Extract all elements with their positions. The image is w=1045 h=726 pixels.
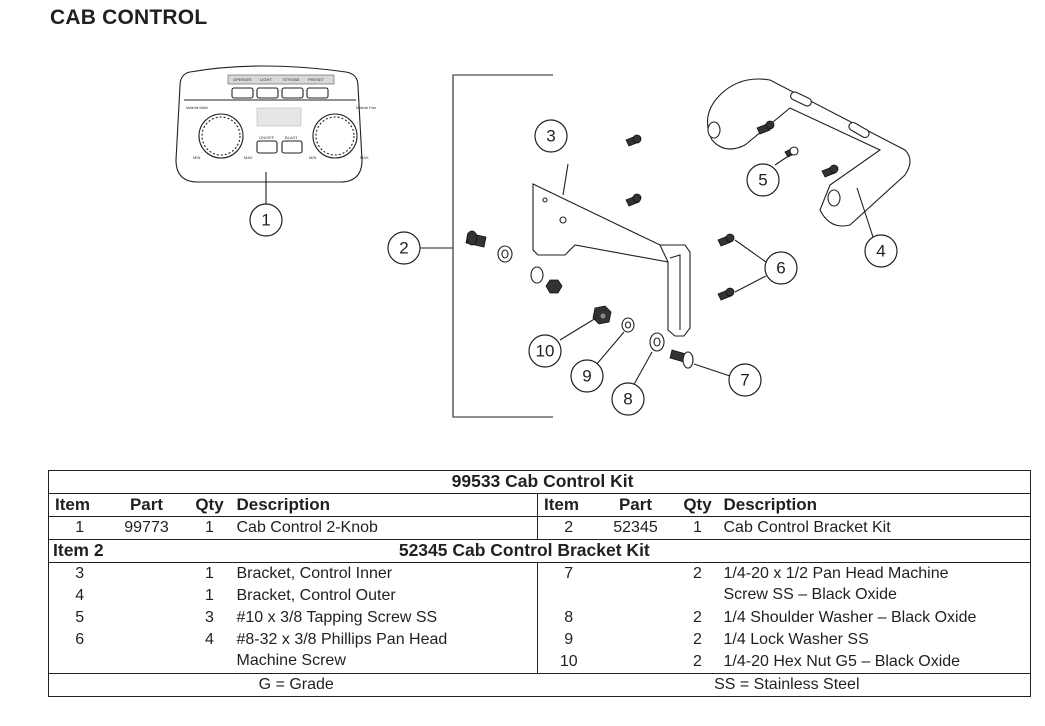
svg-text:7: 7 bbox=[740, 371, 749, 390]
footer-grade-note: G = Grade bbox=[258, 676, 334, 693]
material-flow-label: Material Flow bbox=[356, 105, 376, 110]
cell-description: Cab Control Bracket Kit bbox=[723, 519, 891, 536]
inner-bracket bbox=[532, 183, 691, 337]
cell-description: #10 x 3/8 Tapping Screw SS bbox=[236, 609, 438, 626]
svg-text:6: 6 bbox=[776, 259, 785, 278]
tapping-screws bbox=[756, 120, 839, 178]
machine-screws bbox=[625, 134, 735, 301]
hex-nut bbox=[592, 305, 612, 325]
pan-head-screw bbox=[669, 349, 694, 369]
cell-qty: 1 bbox=[205, 587, 214, 604]
cell-description: 1/4 Lock Washer SS bbox=[723, 631, 869, 648]
svg-text:8: 8 bbox=[623, 390, 632, 409]
cell-item: 5 bbox=[75, 609, 85, 626]
cell-item: 8 bbox=[537, 607, 594, 629]
callout-8: 8 bbox=[611, 382, 645, 416]
cell-item: 7 bbox=[537, 562, 594, 607]
svg-text:9: 9 bbox=[582, 367, 591, 386]
cell-item: 2 bbox=[537, 516, 594, 540]
section-title: 52345 Cab Control Bracket Kit bbox=[398, 540, 650, 560]
svg-text:2: 2 bbox=[399, 239, 408, 258]
header-item: Item bbox=[55, 495, 90, 514]
page-title: CAB CONTROL bbox=[50, 6, 208, 29]
cell-item: 9 bbox=[537, 629, 594, 651]
control-button-labels: OPERATE LIGHT STROBE PRESET bbox=[233, 77, 325, 82]
cell-qty: 1 bbox=[205, 565, 214, 582]
on-off-label: ON/OFF bbox=[259, 135, 275, 140]
header-description: Description bbox=[236, 495, 331, 514]
header-part: Part bbox=[129, 495, 164, 514]
header-description-right: Description bbox=[723, 495, 818, 514]
cell-description: Cab Control 2-Knob bbox=[236, 519, 378, 536]
cell-description: Bracket, Control Outer bbox=[236, 587, 396, 604]
cell-qty: 1 bbox=[693, 519, 702, 536]
cell-item: 4 bbox=[75, 587, 85, 604]
callout-1: 1 bbox=[249, 203, 283, 237]
callout-6: 6 bbox=[764, 251, 798, 285]
kit-title: 99533 Cab Control Kit bbox=[47, 470, 1032, 494]
footer-stainless-note: SS = Stainless Steel bbox=[714, 676, 860, 693]
right-min-label: MIN bbox=[309, 155, 316, 160]
cell-qty: 2 bbox=[693, 609, 702, 626]
cell-part: 52345 bbox=[613, 519, 658, 536]
cell-qty: 2 bbox=[693, 565, 702, 582]
light-label: LIGHT bbox=[260, 77, 272, 82]
outer-bracket bbox=[706, 78, 911, 227]
callout-9: 9 bbox=[570, 359, 604, 393]
cell-qty: 3 bbox=[205, 609, 214, 626]
header-part-right: Part bbox=[618, 495, 653, 514]
table-row: 1 99773 1 Cab Control 2-Knob 2 52345 1 C… bbox=[48, 516, 1031, 540]
parts-table: 99533 Cab Control Kit Item Part Qty Desc… bbox=[47, 470, 1032, 697]
preset-label: PRESET bbox=[308, 77, 325, 82]
left-min-label: MIN bbox=[193, 155, 200, 160]
blast-label: BLAST bbox=[285, 135, 298, 140]
cell-item: 3 bbox=[75, 565, 85, 582]
right-max-label: MAX bbox=[360, 155, 369, 160]
exploded-parts-diagram: OPERATE LIGHT STROBE PRESET Material Wid… bbox=[175, 65, 911, 418]
svg-text:1: 1 bbox=[261, 211, 270, 230]
cell-description: 1/4 Shoulder Washer – Black Oxide bbox=[723, 609, 977, 626]
cell-qty: 2 bbox=[693, 653, 702, 670]
cell-qty: 1 bbox=[205, 519, 214, 536]
cell-qty: 2 bbox=[693, 631, 702, 648]
cell-description: 1/4-20 Hex Nut G5 – Black Oxide bbox=[723, 653, 961, 670]
callout-4: 4 bbox=[864, 234, 898, 268]
table-row: 5 3 #10 x 3/8 Tapping Screw SS 8 2 1/4 S… bbox=[48, 607, 1031, 629]
svg-text:5: 5 bbox=[758, 171, 767, 190]
header-qty-right: Qty bbox=[683, 495, 712, 514]
material-width-label: Material Width bbox=[186, 105, 208, 110]
svg-text:10: 10 bbox=[536, 342, 555, 361]
svg-text:4: 4 bbox=[876, 242, 885, 261]
header-qty: Qty bbox=[195, 495, 224, 514]
cell-part: 99773 bbox=[124, 519, 169, 536]
table-footer: G = Grade SS = Stainless Steel bbox=[48, 673, 1031, 697]
callout-3: 3 bbox=[534, 119, 568, 153]
cell-qty: 4 bbox=[205, 631, 214, 648]
callout-7: 7 bbox=[728, 363, 762, 397]
callout-2: 2 bbox=[387, 231, 421, 265]
callout-10: 10 bbox=[528, 334, 562, 368]
operate-label: OPERATE bbox=[233, 77, 252, 82]
strobe-label: STROBE bbox=[283, 77, 300, 82]
cell-item: 10 bbox=[537, 651, 594, 674]
cell-item: 1 bbox=[75, 519, 85, 536]
header-item-right: Item bbox=[537, 493, 594, 517]
table-row: 3 1 Bracket, Control Inner 7 2 1/4-20 x … bbox=[48, 562, 1031, 607]
cell-description: Bracket, Control Inner bbox=[236, 565, 393, 582]
section-label: Item 2 bbox=[53, 540, 104, 560]
cab-control-unit: OPERATE LIGHT STROBE PRESET Material Wid… bbox=[175, 65, 376, 183]
callout-5: 5 bbox=[746, 163, 780, 197]
left-max-label: MAX bbox=[244, 155, 253, 160]
cell-item: 6 bbox=[75, 631, 85, 648]
svg-text:3: 3 bbox=[546, 127, 555, 146]
left-hardware bbox=[465, 230, 563, 294]
